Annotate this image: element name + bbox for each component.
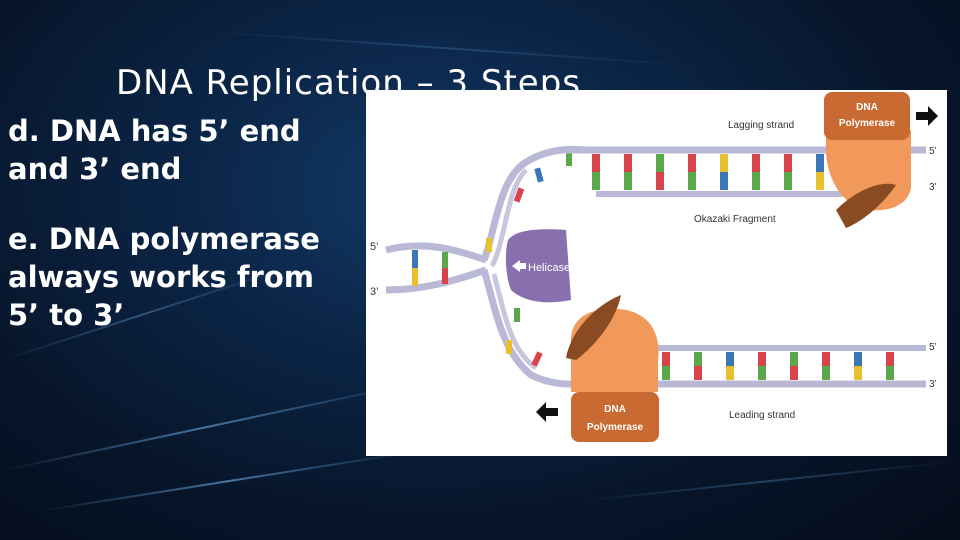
top-polymerase-label-line1: DNA (856, 102, 878, 113)
bottom-three-prime-label: 3’ (929, 379, 937, 390)
base (758, 352, 766, 366)
fork-lower-strand-a (480, 268, 592, 388)
left-three-prime-label: 3’ (370, 286, 379, 298)
base (688, 172, 696, 190)
left-five-prime-label: 5’ (370, 241, 379, 253)
free-nucleotide (506, 340, 512, 354)
bullet-line: always works from (8, 260, 314, 294)
base (784, 172, 792, 190)
base (752, 154, 760, 172)
base (694, 366, 702, 380)
fork-lower-strand-b (491, 273, 538, 371)
base (726, 366, 734, 380)
top-polymerase-label-line2: Polymerase (839, 118, 896, 129)
bullet-dna-ends: d. DNA has 5’ end and 3’ end (8, 112, 358, 188)
bottom-polymerase-label-box (571, 392, 659, 442)
helicase-arrow-icon (512, 260, 526, 272)
base (694, 352, 702, 366)
base (662, 366, 670, 380)
base (662, 352, 670, 366)
top-five-prime-label: 5’ (929, 146, 937, 157)
background-streak (199, 30, 699, 67)
leading-strand-label: Leading strand (729, 410, 795, 421)
free-nucleotide (566, 152, 572, 166)
bottom-five-prime-label: 5’ (929, 342, 937, 353)
okazaki-fragment-label: Okazaki Fragment (694, 214, 776, 225)
helicase-shape (505, 229, 571, 303)
base (790, 352, 798, 366)
bullet-line: 5’ to 3’ (8, 298, 125, 332)
left-base (442, 268, 448, 284)
base (886, 366, 894, 380)
base (656, 172, 664, 190)
free-nucleotide (534, 167, 544, 183)
base (688, 154, 696, 172)
base (822, 366, 830, 380)
bullet-line: e. DNA polymerase (8, 222, 320, 256)
left-lower-backbone (385, 266, 488, 294)
base (592, 154, 600, 172)
bottom-primer-shape (566, 295, 621, 360)
base (886, 352, 894, 366)
base (790, 366, 798, 380)
free-nucleotide (486, 238, 492, 252)
bullet-polymerase-direction: e. DNA polymerase always works from 5’ t… (8, 220, 358, 334)
left-upper-backbone (385, 242, 488, 264)
base (758, 366, 766, 380)
leading-base-pairs (662, 352, 894, 380)
base (624, 172, 632, 190)
bullet-line: d. DNA has 5’ end (8, 114, 301, 148)
helicase-label: Helicase (528, 262, 570, 274)
base (720, 172, 728, 190)
base (624, 154, 632, 172)
base (784, 154, 792, 172)
fork-upper-strand-b (489, 168, 528, 268)
base (752, 172, 760, 190)
free-nucleotide (514, 308, 520, 322)
left-base (442, 252, 448, 268)
base (822, 352, 830, 366)
lagging-base-pairs (592, 154, 856, 190)
base (816, 172, 824, 190)
dna-replication-diagram: 5’ 3’ Helicase (366, 90, 947, 456)
bottom-polymerase-label-line1: DNA (604, 404, 626, 415)
left-base (412, 268, 418, 286)
bullet-line: and 3’ end (8, 152, 182, 186)
top-three-prime-label: 3’ (929, 182, 937, 193)
background-streak (39, 450, 416, 512)
background-streak (579, 460, 959, 502)
base (726, 352, 734, 366)
base (656, 154, 664, 172)
left-base (412, 250, 418, 268)
base (592, 172, 600, 190)
base (854, 352, 862, 366)
base (854, 366, 862, 380)
fork-upper-strand-a (480, 145, 587, 262)
background-streak (0, 382, 412, 472)
top-polymerase-label-box (824, 92, 910, 140)
base (720, 154, 728, 172)
free-nucleotide (531, 351, 543, 367)
top-direction-arrow-icon (916, 106, 938, 126)
base (816, 154, 824, 172)
bottom-polymerase-label-line2: Polymerase (587, 422, 644, 433)
bottom-direction-arrow-icon (536, 402, 558, 422)
lagging-strand-label: Lagging strand (728, 120, 794, 131)
free-nucleotide (513, 187, 525, 203)
top-primer-shape (836, 183, 896, 228)
